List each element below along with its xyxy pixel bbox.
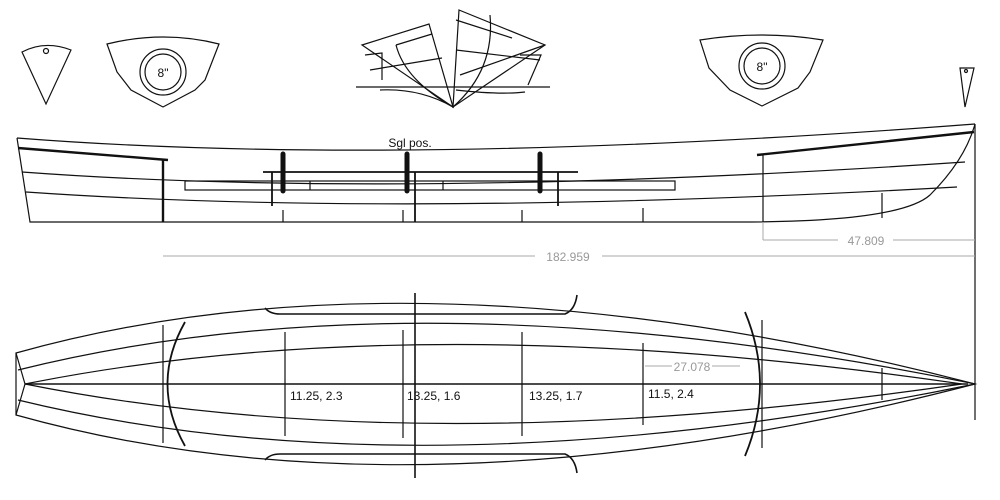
dimension-lines: 47.809 182.959 27.078: [163, 222, 975, 374]
station-label: 11.5, 2.4: [648, 387, 694, 401]
hatch-bulkhead-right: 8": [699, 34, 824, 107]
station-label: 13.25, 1.6: [407, 389, 461, 403]
plan-view: 11.25, 2.3 13.25, 1.6 13.25, 1.7 11.5, 2…: [15, 293, 978, 478]
aft-dimension: 47.809: [848, 234, 885, 248]
hatch-size-label: 8": [158, 66, 169, 80]
side-profile: Sgl pos.: [16, 123, 976, 420]
bow-bulkhead-template: [21, 44, 72, 106]
station-label: 13.25, 1.7: [529, 389, 583, 403]
stern-bulkhead-template: [959, 67, 975, 108]
single-position-label: Sgl pos.: [388, 136, 431, 150]
width-dimension: 27.078: [674, 360, 711, 374]
hatch-size-label: 8": [757, 60, 768, 74]
hatch-bulkhead-left: 8": [106, 36, 220, 108]
station-label: 11.25, 2.3: [290, 389, 343, 403]
overall-dimension: 182.959: [546, 250, 590, 264]
body-plan-sections: [356, 9, 550, 109]
